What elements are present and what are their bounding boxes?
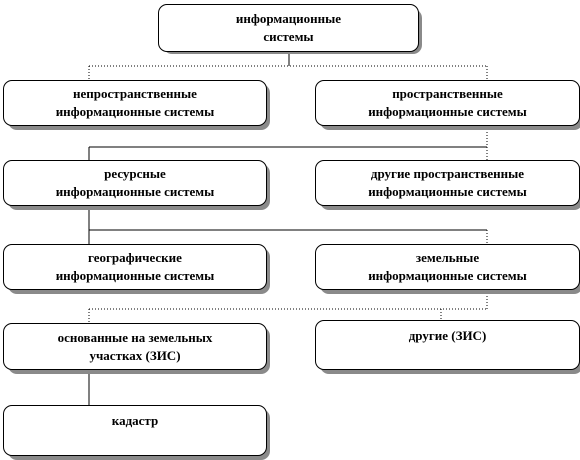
node-label: основанные на земельных участках (ЗИС): [57, 329, 213, 363]
node-other-zis: другие (ЗИС): [315, 320, 580, 370]
node-label: другие пространственные информационные с…: [368, 166, 527, 199]
node-label: земельные информационные системы: [368, 250, 527, 283]
node-label: пространственные информационные системы: [368, 86, 527, 119]
node-land-information-systems: земельные информационные системы: [315, 244, 580, 290]
node-cadastre: кадастр: [3, 405, 267, 456]
node-label: информационные системы: [235, 11, 342, 44]
node-other-spatial-information-systems: другие пространственные информационные с…: [315, 160, 580, 206]
node-label: географические информационные системы: [55, 250, 215, 283]
node-nonspatial-information-systems: непространственные информационные систем…: [3, 80, 267, 126]
node-label: ресурсные информационные системы: [55, 166, 215, 199]
node-spatial-information-systems: пространственные информационные системы: [315, 80, 580, 126]
node-label: непространственные информационные систем…: [55, 86, 215, 119]
node-land-plots-zis: основанные на земельных участках (ЗИС): [3, 323, 267, 370]
node-information-systems: информационные системы: [158, 4, 419, 52]
node-geographic-information-systems: географические информационные системы: [3, 244, 267, 290]
node-label: кадастр: [111, 413, 159, 428]
node-resource-information-systems: ресурсные информационные системы: [3, 160, 267, 206]
node-label: другие (ЗИС): [408, 328, 487, 343]
